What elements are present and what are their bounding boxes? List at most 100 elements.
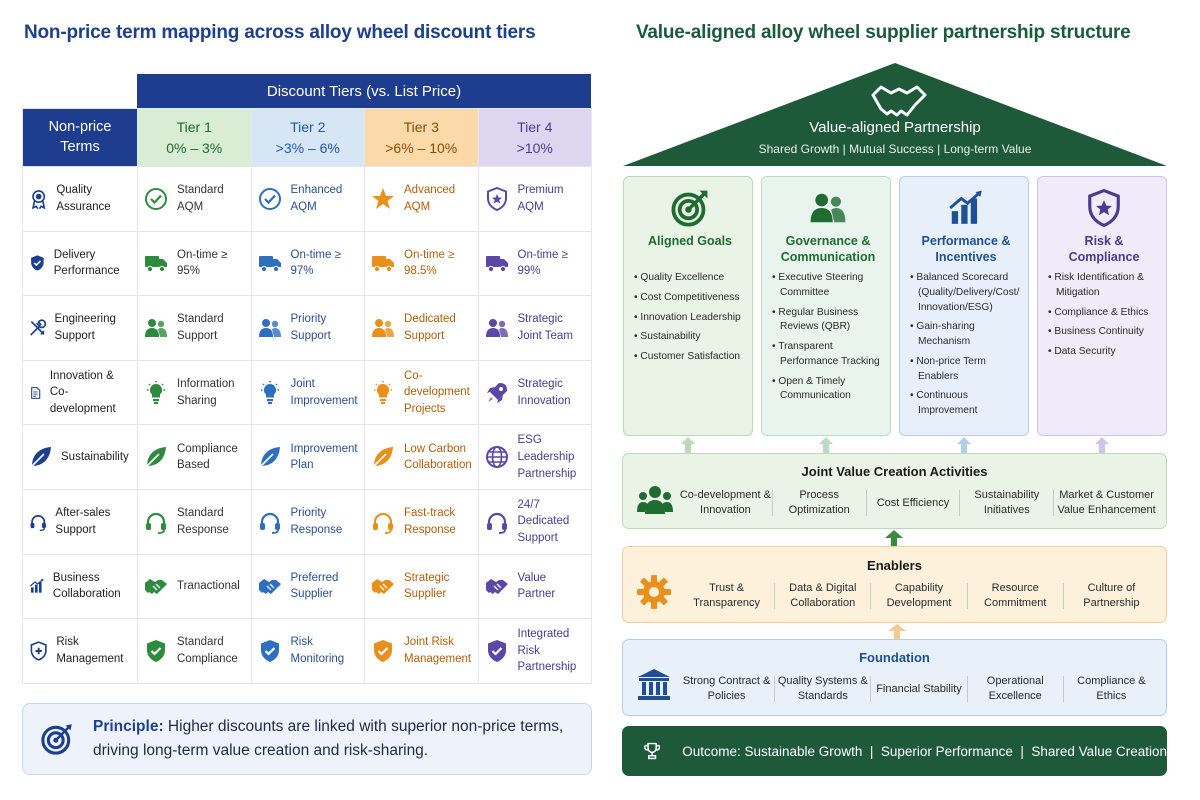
separator: [774, 583, 776, 610]
separator: [966, 583, 968, 610]
tier-1-cell: Standard AQM: [137, 166, 252, 232]
band-item: Sustainability Initiatives: [974, 489, 1040, 517]
headset-icon: [146, 512, 166, 534]
separator: [870, 676, 872, 703]
tier-3-header: Tier 3>6% – 10%: [364, 108, 479, 167]
tier-2-header: Tier 2>3% – 6%: [250, 108, 365, 167]
band-item: Data & Digital Collaboration: [789, 582, 857, 610]
roof-subtitle: Shared Growth | Mutual Success | Long-te…: [758, 142, 1032, 156]
shield-check-icon: [31, 255, 44, 272]
tier-2-cell: Enhanced AQM: [250, 166, 365, 232]
term-label: After-sales Support: [55, 507, 111, 536]
tier-1-cell: Compliance Based: [137, 424, 252, 490]
band-item: Financial Stability: [876, 682, 962, 695]
bulb-icon: [147, 380, 165, 404]
cell-label: Advanced AQM: [404, 184, 456, 213]
people-icon: [372, 318, 394, 337]
headset-icon: [259, 512, 280, 534]
cell-label: 24/7 Dedicated Support: [517, 498, 570, 545]
tier-3-cell: Strategic Supplier: [364, 553, 479, 620]
cell-label: Joint Risk Management: [404, 636, 472, 665]
pillar-item: Cost Competitiveness: [634, 291, 746, 306]
pillar-item: Risk Identification & Mitigation: [1048, 271, 1160, 301]
truck-icon: [258, 256, 281, 273]
joint-value-activities: Joint Value Creation Activities Co-devel…: [622, 453, 1167, 529]
tier-4-cell: ESG Leadership Partnership: [477, 424, 592, 490]
pillar-item: Gain-sharing Mechanism: [910, 320, 1022, 350]
target-icon: [41, 724, 72, 755]
pillar-title: Aligned Goals: [647, 234, 733, 248]
term-cell: Engineering Support: [22, 295, 138, 361]
gear-icon: [637, 575, 671, 609]
term-label: Business Collaboration: [52, 571, 121, 601]
cell-label: On-time ≥ 98.5%: [404, 248, 455, 278]
leaf-icon: [31, 447, 51, 467]
band-item: Process Optimization: [788, 489, 850, 517]
tier-3-cell: Low Carbon Collaboration: [364, 424, 479, 490]
tier-4-header: Tier 4>10%: [477, 108, 592, 167]
shield-check-icon: [374, 639, 392, 662]
cell-label: Standard AQM: [177, 184, 224, 213]
bank-icon: [638, 669, 670, 700]
tier-3-cell: Co-development Projects: [364, 359, 479, 426]
separator: [774, 676, 776, 703]
leaf-icon: [373, 447, 393, 467]
trophy-icon: [644, 742, 661, 760]
pillar-item: Regular Business Reviews (QBR): [772, 306, 884, 336]
band-item: Trust & Transparency: [693, 582, 761, 610]
handshake-icon: [485, 579, 508, 595]
cell-label: Priority Response: [290, 507, 343, 536]
truck-icon: [145, 256, 167, 273]
cell-label: On-time ≥ 99%: [517, 248, 568, 278]
document-icon: [31, 386, 41, 399]
cell-label: Standard Compliance: [177, 636, 238, 665]
tier-2-cell: Improvement Plan: [250, 424, 365, 490]
medal-icon: [31, 189, 46, 210]
band-item: Compliance & Ethics: [1077, 675, 1146, 703]
globe-icon: [485, 446, 508, 469]
term-label: Risk Management: [56, 636, 124, 665]
team-icon: [637, 486, 673, 514]
up-arrow-icon: [885, 530, 903, 546]
up-arrow-icon: [957, 437, 971, 458]
handshake-icon: [871, 85, 927, 117]
cell-label: Risk Monitoring: [290, 636, 345, 665]
separator: [1053, 490, 1055, 517]
band-item: Co-development & Innovation: [679, 489, 771, 517]
tier-2-cell: Priority Support: [250, 295, 365, 361]
cell-label: Priority Support: [290, 313, 331, 342]
pillar-item: Executive Steering Committee: [772, 271, 884, 301]
shield-check-icon: [487, 639, 506, 662]
band-item: Culture of Partnership: [1083, 582, 1140, 610]
term-cell: Innovation & Co-development: [22, 359, 138, 426]
cell-label: Standard Response: [177, 507, 229, 536]
handshake-icon: [145, 579, 167, 595]
shield-star-icon: [486, 186, 507, 211]
separator: [966, 676, 968, 703]
shield-star-icon: [1088, 189, 1120, 227]
pillar-item: Continuous Improvement: [910, 389, 1022, 419]
handshake-icon: [258, 579, 281, 595]
people-icon: [485, 318, 508, 337]
tools-icon: [30, 319, 47, 336]
tier-1-cell: Information Sharing: [137, 359, 252, 426]
table-row: Risk Management Standard Compliance Risk M…: [22, 618, 592, 684]
star-icon: [372, 187, 394, 209]
cell-label: Integrated Risk Partnership: [517, 627, 577, 674]
handshake-icon: [372, 579, 394, 595]
band-item: Capability Development: [886, 582, 952, 610]
pillar-title: Governance & Communication: [780, 234, 876, 265]
cell-label: Dedicated Support: [404, 313, 456, 342]
separator: [959, 490, 961, 517]
pillar-2: Governance & CommunicationExecutive Stee…: [761, 176, 891, 436]
cell-label: Preferred Supplier: [290, 571, 339, 601]
tier-3-cell: Joint Risk Management: [364, 618, 479, 684]
tier-4-cell: Strategic Joint Team: [477, 295, 592, 361]
pillar-item: Compliance & Ethics: [1048, 306, 1160, 321]
